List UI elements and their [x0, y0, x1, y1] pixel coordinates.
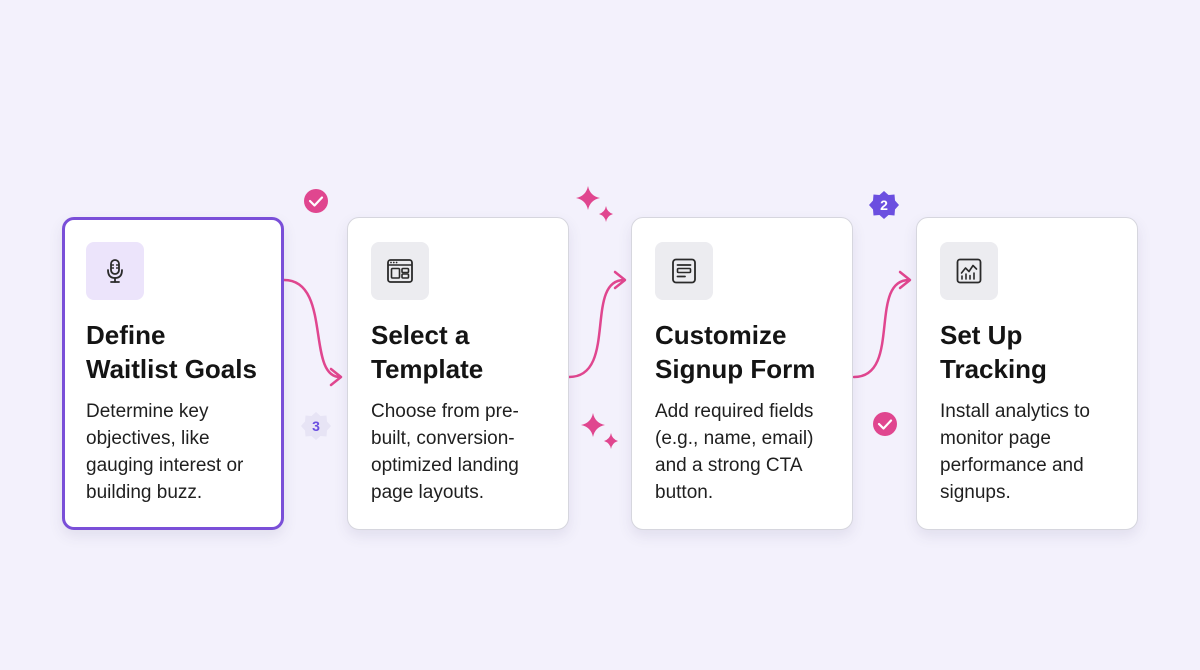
step-title-line: Tracking	[940, 354, 1047, 384]
check-badge-icon	[304, 189, 328, 213]
icon-container	[371, 242, 429, 300]
layout-template-icon	[387, 259, 413, 283]
connector-arrow-2	[567, 270, 627, 379]
step-description: Add required fields (e.g., name, email) …	[655, 401, 814, 503]
icon-container	[86, 242, 144, 300]
connector-arrow-1	[282, 278, 343, 387]
step-title-line: Customize	[655, 320, 787, 350]
step-title-line: Waitlist Goals	[86, 354, 257, 384]
sparkle-icon	[576, 186, 613, 222]
step-title: Define Waitlist Goals	[86, 318, 261, 386]
sparkle-icon	[581, 413, 618, 449]
step-title: Customize Signup Form	[655, 318, 830, 386]
step-description: Install analytics to monitor page perfor…	[940, 401, 1090, 503]
step-number-badge-light: 3	[301, 412, 331, 440]
step-title-line: Define	[86, 320, 166, 350]
step-card-define-goals[interactable]: Define Waitlist Goals Determine key obje…	[62, 217, 284, 530]
icon-container	[655, 242, 713, 300]
step-title-line: Set Up	[940, 320, 1023, 350]
step-title-line: Signup Form	[655, 354, 816, 384]
step-description: Determine key objectives, like gauging i…	[86, 401, 244, 503]
step-card-customize-form[interactable]: Customize Signup Form Add required field…	[631, 217, 853, 530]
microphone-icon	[107, 259, 123, 283]
analytics-chart-icon	[956, 258, 982, 284]
badge-number: 2	[880, 197, 888, 213]
icon-container	[940, 242, 998, 300]
check-badge-icon	[873, 412, 897, 436]
step-title-line: Select a	[371, 320, 470, 350]
step-card-setup-tracking[interactable]: Set Up Tracking Install analytics to mon…	[916, 217, 1138, 530]
step-number-badge-purple: 2	[869, 191, 899, 219]
step-title-line: Template	[371, 354, 484, 384]
step-title: Set Up Tracking	[940, 318, 1115, 386]
badge-number: 3	[312, 418, 320, 434]
step-card-select-template[interactable]: Select a Template Choose from pre-built,…	[347, 217, 569, 530]
form-icon	[672, 258, 696, 284]
step-title: Select a Template	[371, 318, 546, 386]
connector-arrow-3	[852, 270, 912, 379]
step-description: Choose from pre-built, conversion-optimi…	[371, 401, 519, 503]
